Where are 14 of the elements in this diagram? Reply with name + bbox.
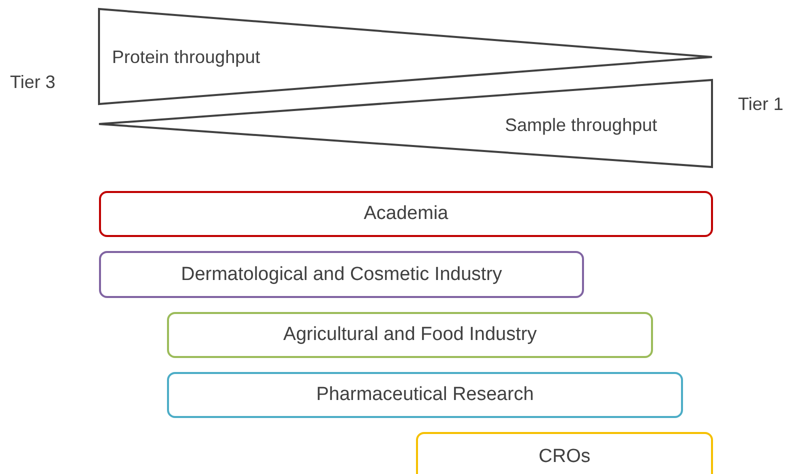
tier-label: Tier 3 bbox=[10, 72, 56, 93]
shape-label: Protein throughput bbox=[112, 47, 260, 68]
tier-label: Tier 1 bbox=[738, 94, 784, 115]
shape-label: Sample throughput bbox=[505, 115, 658, 136]
bar-label: Agricultural and Food Industry bbox=[283, 324, 537, 346]
category-bar bbox=[167, 372, 683, 418]
category-bar bbox=[167, 312, 653, 358]
bar-label: Pharmaceutical Research bbox=[316, 384, 534, 406]
bar-label: Academia bbox=[364, 203, 448, 225]
category-bar bbox=[99, 251, 584, 298]
category-bar bbox=[99, 191, 713, 237]
bar-label: Dermatological and Cosmetic Industry bbox=[180, 264, 502, 286]
category-bar bbox=[416, 432, 713, 474]
bar-label: CROs bbox=[538, 446, 590, 468]
